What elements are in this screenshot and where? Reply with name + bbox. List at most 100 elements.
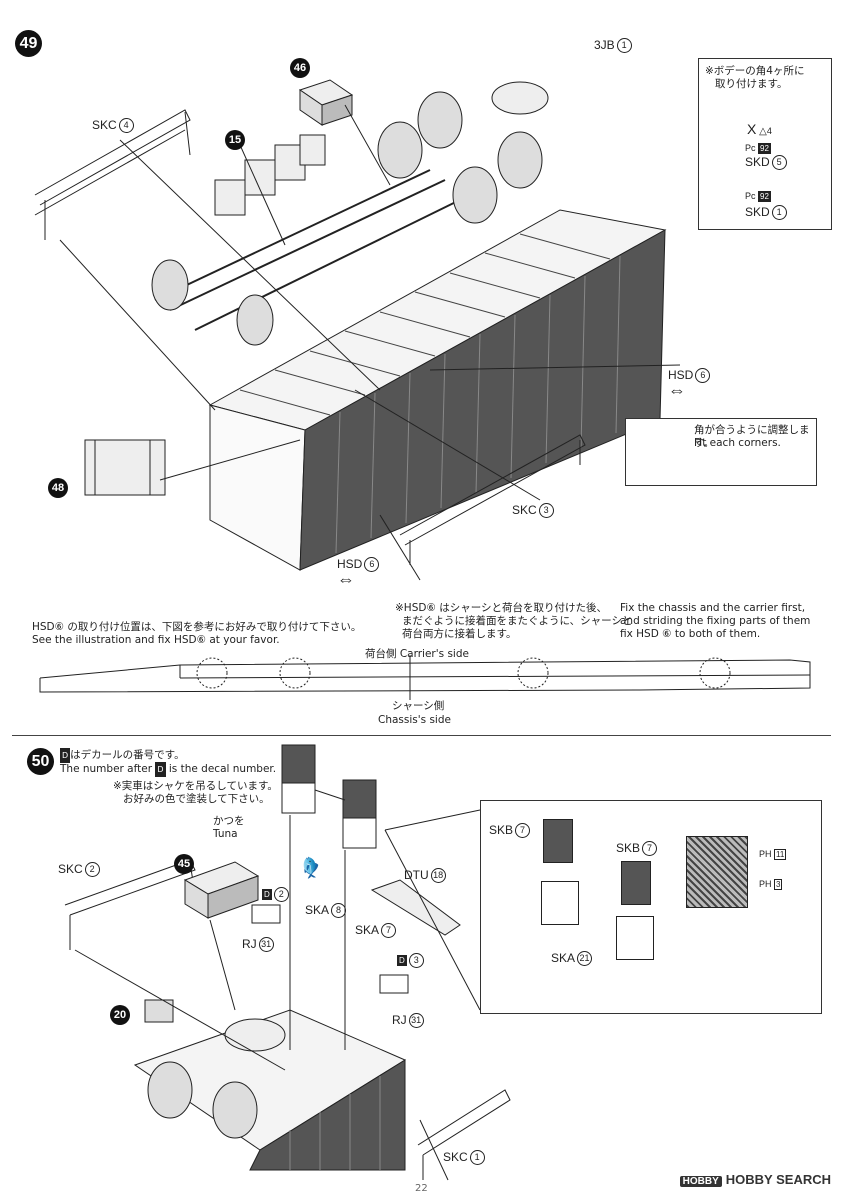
hsd-note-en: See the illustration and fix HSD⑥ at you… — [32, 634, 280, 646]
ph11-code: PH — [759, 849, 772, 859]
dtu18-code: DTU — [404, 868, 429, 882]
skd1-num: 1 — [771, 205, 787, 221]
step-divider — [12, 735, 831, 736]
hsd-mid-note-2: まだぐように接着面をまたぐように、シャーシと — [402, 615, 633, 627]
real-truck-note-2: お好みの色で塗装して下さい。 — [123, 793, 270, 805]
d3-num: 3 — [408, 953, 424, 968]
tuna-jp: かつを — [213, 815, 245, 827]
skd1-code: SKD — [745, 205, 770, 219]
decal-d-badge-2: D — [155, 762, 166, 777]
callout-note-line2: 取り付けます。 — [715, 78, 788, 90]
hsd-right-note-3: fix HSD ⑥ to both of them. — [620, 628, 761, 640]
mesh-panel-a — [543, 819, 573, 863]
rj31a-num: 31 — [258, 937, 274, 953]
skc4-num: 4 — [118, 118, 134, 134]
step-49-number: 49 — [15, 30, 42, 57]
ph3-label: PH 3 — [759, 879, 783, 890]
hsd-note-jp: HSD⑥ の取り付け位置は、下図を参考にお好みで取り付けて下さい。 — [32, 621, 362, 633]
hsd-mid-note-1: ※HSD⑥ はシャーシと荷台を取り付けた後、 — [395, 602, 607, 614]
pc92-label-b: Pc 92 — [745, 191, 771, 202]
skc4-code: SKC — [92, 118, 117, 132]
x-code: X — [747, 121, 757, 137]
d2-num: 2 — [273, 887, 289, 902]
hsd-right-num: 6 — [695, 368, 711, 384]
dtu18-num: 18 — [430, 868, 446, 884]
pc2-num: 92 — [758, 191, 771, 202]
double-arrow-icon: ⇔ — [337, 569, 355, 590]
panel-frame-a — [541, 881, 579, 925]
skc1-num: 1 — [469, 1150, 485, 1166]
tuna-en: Tuna — [213, 828, 238, 840]
hsd-bottom-code: HSD — [337, 557, 363, 571]
pc2-code: Pc — [745, 191, 756, 201]
skb7b-code: SKB — [616, 841, 641, 855]
hsd-mid-note-3: 荷台両方に接着します。 — [402, 628, 517, 640]
decal-d-badge: D — [60, 748, 71, 763]
ska21-code: SKA — [551, 951, 576, 965]
rj31b-num: 31 — [408, 1013, 424, 1029]
chassis-side-jp: シャーシ側 — [392, 700, 445, 712]
hsd-right-code: HSD — [668, 368, 694, 382]
part-45-bubble: 45 — [174, 854, 194, 874]
skc3-code: SKC — [512, 503, 537, 517]
hsd-bottom-num: 6 — [364, 557, 380, 573]
ph11-num: 11 — [774, 849, 787, 860]
jb3-code: 3JB — [594, 38, 615, 52]
watermark-text: HOBBY SEARCH — [725, 1172, 831, 1187]
ph11-label: PH 11 — [759, 849, 787, 860]
skd5-code: SKD — [745, 155, 770, 169]
decal-intro-en: The number after D is the decal number. — [60, 762, 276, 777]
fit-corners-en: Fit each corners. — [694, 437, 781, 449]
callout-note-line1: ※ボデーの角4ヶ所に — [705, 65, 805, 77]
carrier-side-label: 荷台側 Carrier's side — [365, 648, 469, 660]
skb7a-code: SKB — [489, 823, 514, 837]
skb7a-num: 7 — [515, 823, 531, 839]
pc1-code: Pc — [745, 143, 756, 153]
fit-corners-jp: 角が合うように調整します。 — [694, 424, 810, 449]
ska21-num: 21 — [577, 951, 593, 967]
d2-code: D — [262, 889, 272, 901]
fish-icon: 🐟 — [298, 852, 327, 882]
double-arrow-icon: ⇔ — [668, 380, 686, 401]
rj31b-code: RJ — [392, 1013, 407, 1027]
mesh-panel-b — [621, 861, 651, 905]
chassis-side-en: Chassis's side — [378, 714, 451, 726]
part-15-bubble: 15 — [225, 130, 245, 150]
d3-code: D — [397, 955, 407, 967]
decal-intro-jp-text: はデカールの番号です。 — [70, 749, 185, 761]
ph3-num: 3 — [774, 879, 783, 890]
hsd-right-note-1: Fix the chassis and the carrier first, — [620, 602, 806, 614]
decal-intro-en-post: is the decal number. — [168, 763, 277, 775]
panel-frame-b — [616, 916, 654, 960]
decal-intro-en-pre: The number after — [60, 763, 153, 775]
warning-triangle-icon: △ — [756, 126, 767, 137]
skc2-code: SKC — [58, 862, 83, 876]
skc1-code: SKC — [443, 1150, 468, 1164]
skc2-num: 2 — [84, 862, 100, 878]
x4-label: X △4 — [747, 121, 772, 137]
watermark-logo: HOBBY — [679, 1176, 722, 1187]
mesh-detail-panel — [686, 836, 748, 908]
